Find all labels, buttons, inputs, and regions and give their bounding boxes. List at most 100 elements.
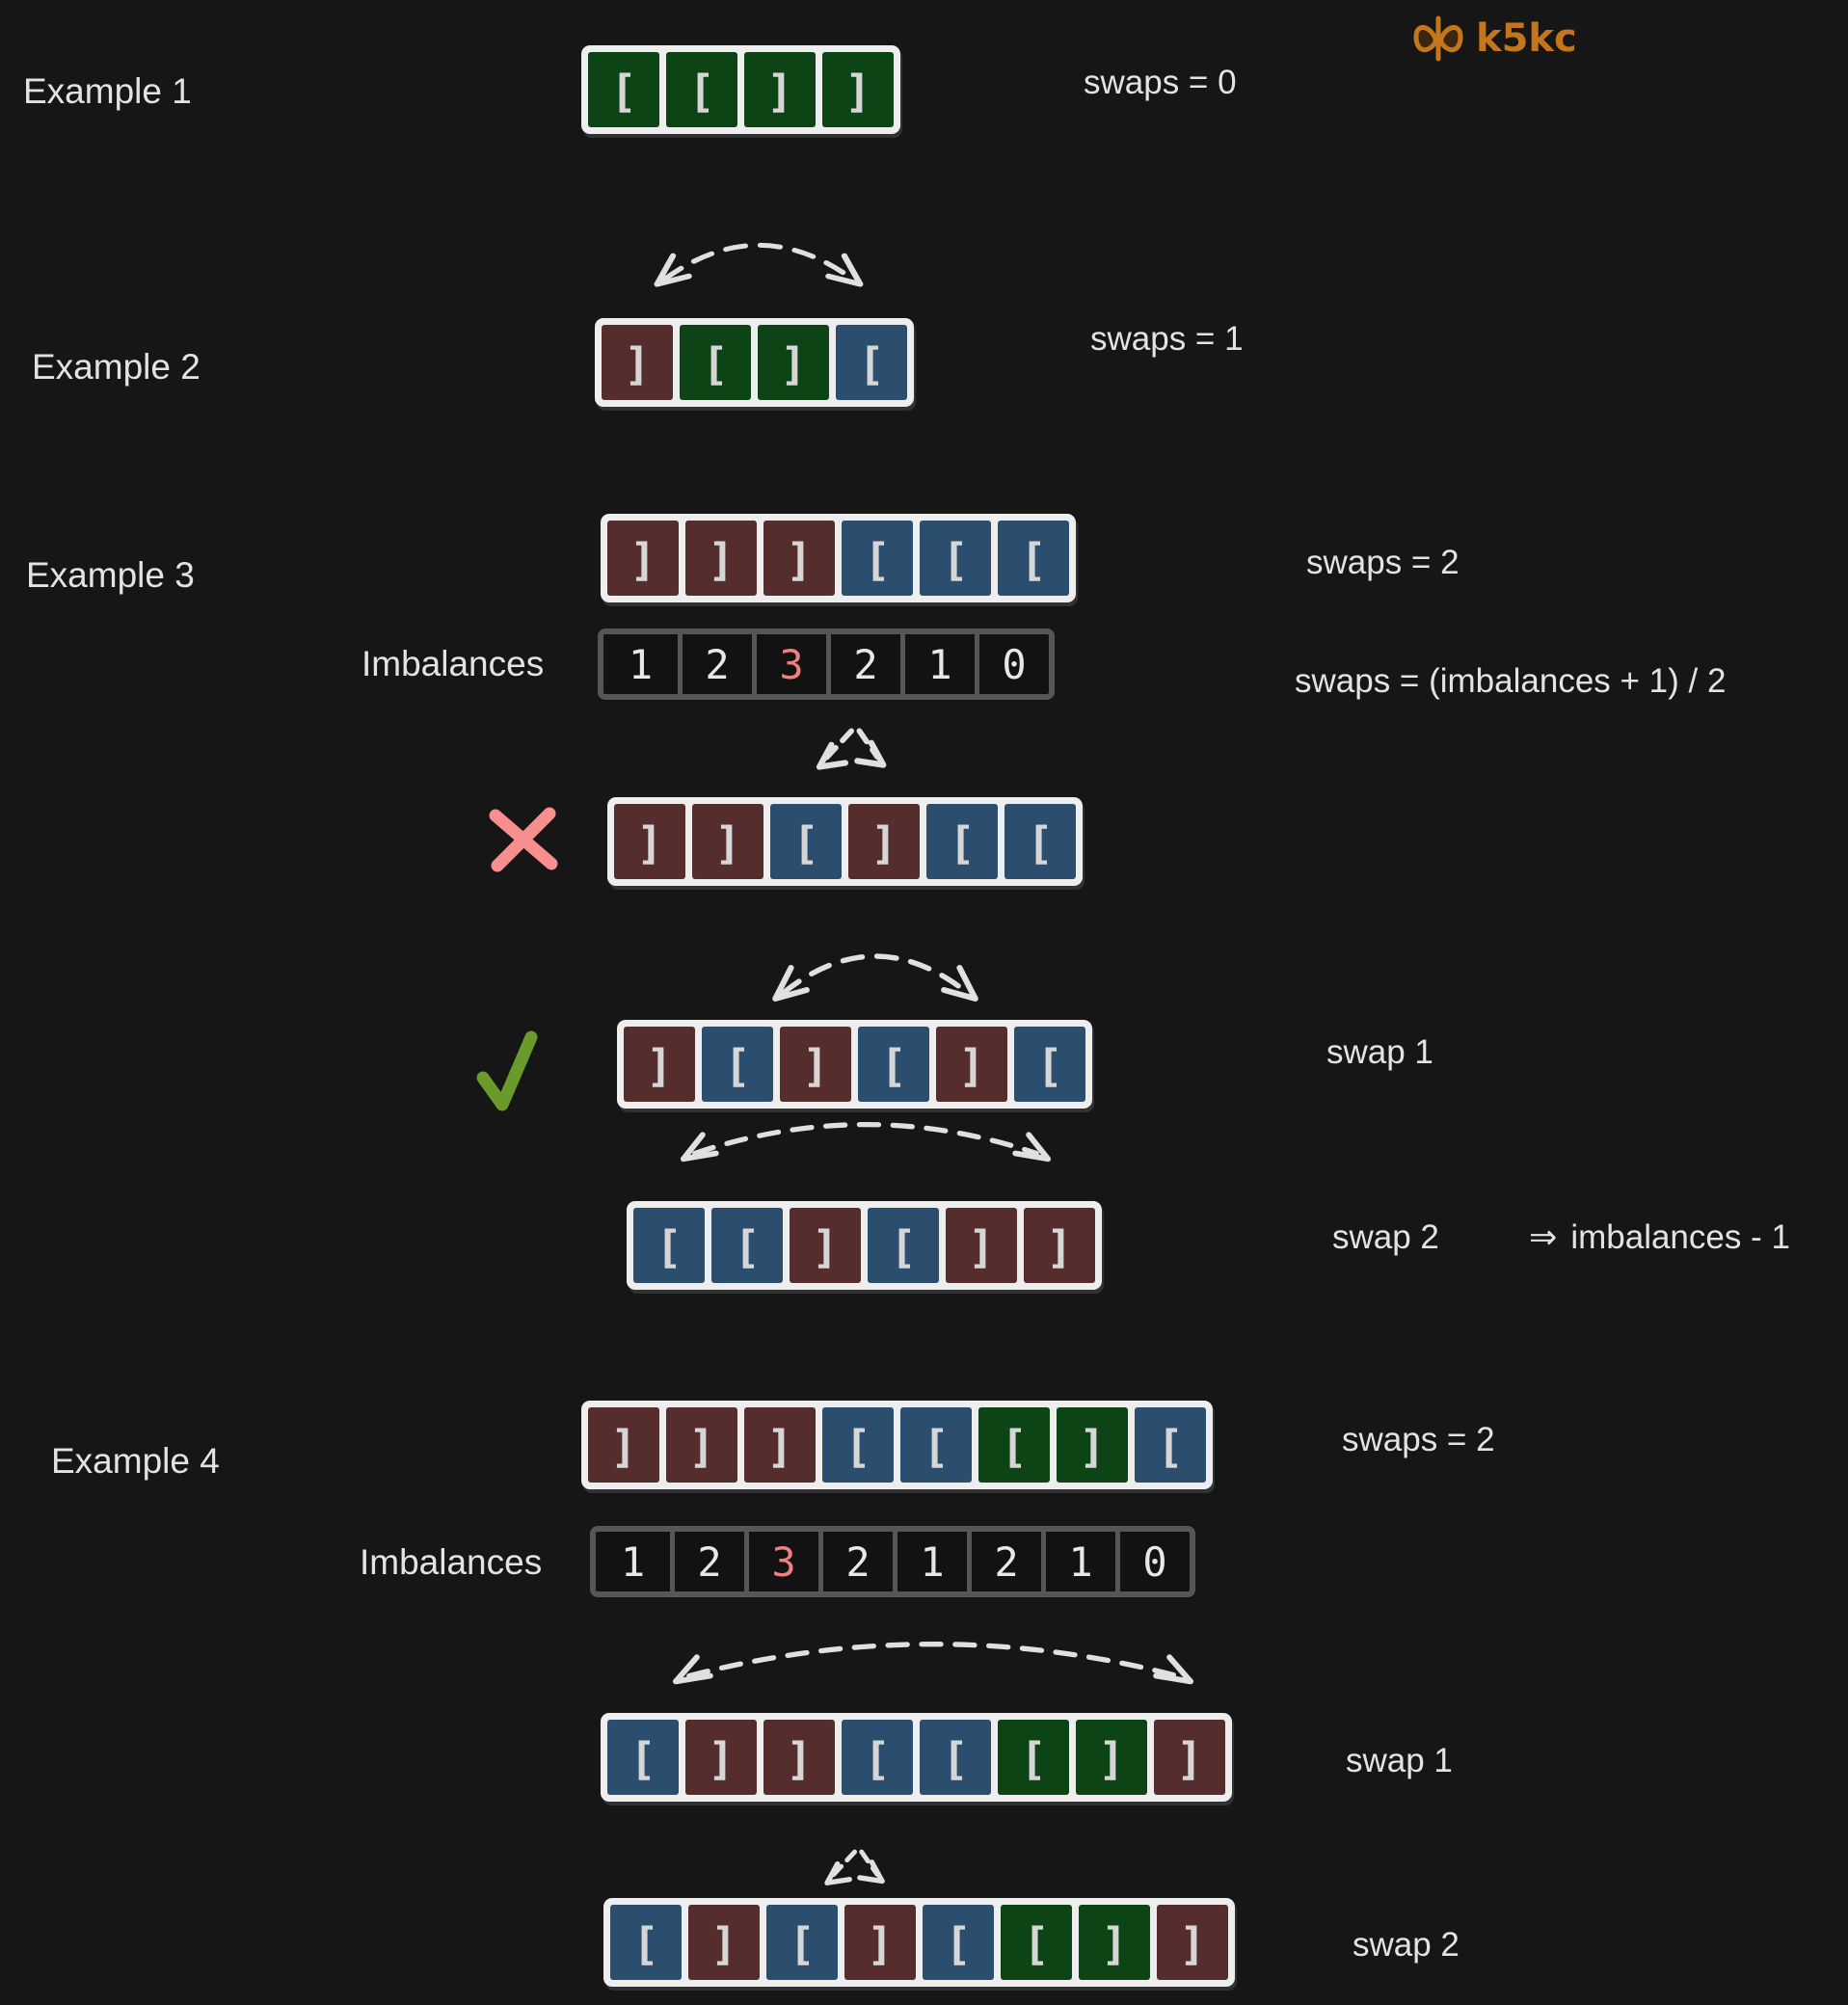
example3-swap2-bracket-row: [[][]] [627,1201,1102,1290]
bracket-char: ] [624,338,651,390]
bracket-char: [ [923,1421,950,1473]
bracket-char: ] [870,817,897,869]
logo: k5kc [1410,15,1577,62]
bracket-box: ] [1024,1208,1095,1283]
imbalance-cell: 0 [1115,1532,1190,1591]
bracket-char: ] [867,1918,894,1970]
bracket-char: ] [708,1733,735,1785]
bracket-char: ] [708,534,735,586]
imbalance-cell: 1 [900,634,975,694]
bracket-box: [ [842,521,913,596]
example4-imbalances-label: Imbalances [360,1542,543,1582]
example2-label: Example 2 [32,347,201,387]
bracket-box: [ [588,52,659,127]
bracket-box: ] [1157,1905,1228,1980]
bracket-char: [ [724,1040,751,1092]
bracket-char: [ [890,1221,917,1273]
bracket-char: ] [786,1733,813,1785]
example1-bracket-row: [[]] [581,45,900,134]
bracket-char: ] [710,1918,737,1970]
example3-swap2-text: swap 2 [1332,1218,1439,1256]
example4-swap1-bracket-row: []][[[]] [601,1713,1232,1802]
check-icon [475,1028,539,1114]
bracket-box: ] [602,325,673,400]
bracket-char: [ [632,1918,659,1970]
bracket-char: [ [945,1918,972,1970]
bracket-char: [ [688,66,715,118]
bracket-box: ] [666,1407,737,1483]
bracket-char: [ [864,534,891,586]
bracket-char: ] [1098,1733,1125,1785]
bracket-box: ] [624,1027,695,1102]
bracket-char: [ [1036,1040,1063,1092]
bracket-box: [ [978,1407,1050,1483]
bracket-char: ] [968,1221,995,1273]
swap-split-arrows-icon [799,723,896,779]
example4-label: Example 4 [51,1441,220,1481]
bracket-box: ] [692,804,763,879]
example3-swaps-text: swaps = 2 [1306,544,1460,581]
bracket-box: [ [842,1720,913,1795]
example3-imbalances-label: Imbalances [362,644,545,683]
example3-formula-text: swaps = (imbalances + 1) / 2 [1295,662,1727,700]
cross-icon [486,806,561,873]
swap-arc-arrow [655,1635,1212,1691]
example3-wrong-bracket-row: ]] [] [ [ [607,797,1083,886]
logo-text: k5kc [1476,16,1577,61]
swap-arc-arrow [639,227,878,293]
bracket-char: [ [880,1040,907,1092]
bracket-box: [ [920,1720,991,1795]
bracket-box: [ [868,1208,939,1283]
bracket-box: ] [614,804,685,879]
bracket-char: ] [812,1221,839,1273]
imbalance-cell: 2 [678,634,752,694]
bracket-char: ] [786,534,813,586]
note-text: imbalances - 1 [1570,1218,1790,1256]
bracket-box: ] [685,1720,757,1795]
bracket-box: ] [685,521,757,596]
bracket-box: [ [998,521,1069,596]
bracket-box: [ [666,52,737,127]
bracket-char: [ [864,1733,891,1785]
bracket-box: [ [1135,1407,1206,1483]
bracket-box: ] [607,521,679,596]
bracket-box: ] [744,1407,816,1483]
bracket-box: [ [1014,1027,1085,1102]
bracket-box: ] [936,1027,1007,1102]
bracket-box: [ [680,325,751,400]
swap-arc-arrow [664,1114,1067,1166]
bracket-box: ] [780,1027,851,1102]
bracket-box: ] [688,1905,760,1980]
bracket-box: [ [858,1027,929,1102]
bracket-char: ] [646,1040,673,1092]
bracket-char: [ [792,817,819,869]
bracket-box: [ [766,1905,838,1980]
bracket-char: ] [766,1421,793,1473]
bracket-char: [ [1027,817,1054,869]
bracket-char: [ [629,1733,656,1785]
bracket-box: [ [610,1905,682,1980]
example3-swap1-text: swap 1 [1326,1033,1433,1071]
butterfly-infinity-icon [1410,15,1466,62]
bracket-char: ] [802,1040,829,1092]
bracket-box: [ [926,804,998,879]
bracket-box: [ [900,1407,972,1483]
bracket-box: ] [848,804,920,879]
bracket-char: [ [734,1221,761,1273]
imbalance-cell: 3 [752,634,826,694]
bracket-box: ] [588,1407,659,1483]
bracket-char: ] [1079,1421,1106,1473]
bracket-box: ] [763,521,835,596]
bracket-char: [ [844,1421,871,1473]
swap-arc-arrow [758,937,993,1008]
bracket-char: [ [789,1918,816,1970]
bracket-char: ] [1046,1221,1073,1273]
bracket-char: [ [1157,1421,1184,1473]
bracket-char: ] [780,338,807,390]
bracket-box: [ [607,1720,679,1795]
bracket-char: ] [688,1421,715,1473]
bracket-char: [ [1001,1421,1028,1473]
example2-swaps-text: swaps = 1 [1090,320,1244,358]
